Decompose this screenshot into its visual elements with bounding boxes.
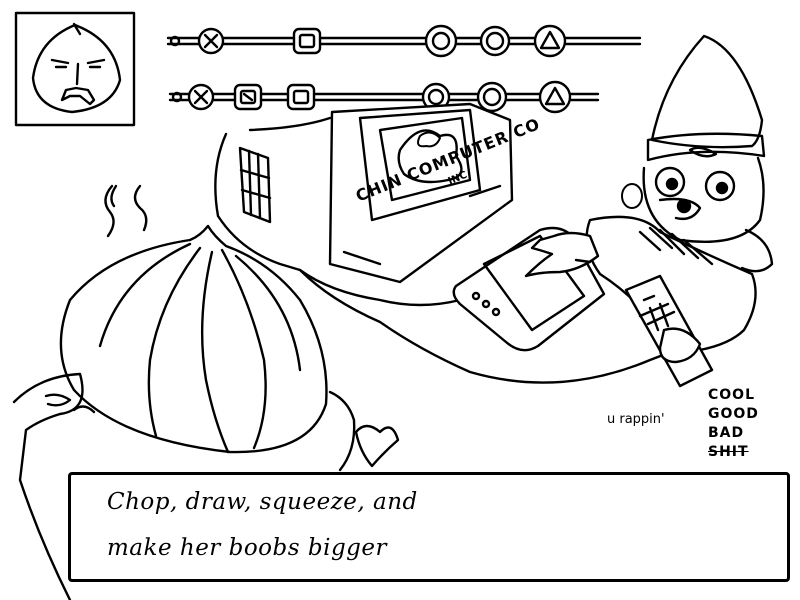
circle-icon <box>421 82 451 112</box>
button-track-bottom <box>168 80 600 114</box>
dialog-line-2: make her boobs bigger <box>107 535 387 561</box>
button-track-top <box>166 24 642 58</box>
rating-good: GOOD <box>708 406 759 422</box>
desk <box>214 116 742 384</box>
wall-window <box>238 146 272 224</box>
square-icon <box>292 27 322 55</box>
rating-meter: COOL GOOD BAD SHIT <box>708 386 759 462</box>
teacher-portrait <box>14 11 136 127</box>
rap-status-label: u rappin' <box>607 412 665 427</box>
rating-bad: BAD <box>708 425 745 441</box>
rating-cool: COOL <box>708 387 755 403</box>
circle-icon <box>479 25 511 57</box>
triangle-icon <box>538 80 572 114</box>
rating-shit: SHIT <box>708 444 749 460</box>
steam <box>104 184 148 238</box>
circle-icon <box>424 24 458 58</box>
computer-monitor <box>328 102 514 284</box>
square-icon <box>233 83 263 111</box>
cross-icon <box>187 83 215 111</box>
circle-icon <box>476 81 508 113</box>
triangle-icon <box>533 24 567 58</box>
note-paper <box>624 274 714 388</box>
parappa-character <box>524 34 774 352</box>
dialog-line-1: Chop, draw, squeeze, and <box>107 489 418 515</box>
square-icon <box>286 83 316 111</box>
cross-icon <box>197 27 225 55</box>
dialog-box: Chop, draw, squeeze, and make her boobs … <box>68 472 790 582</box>
onion-teacher <box>12 224 400 600</box>
